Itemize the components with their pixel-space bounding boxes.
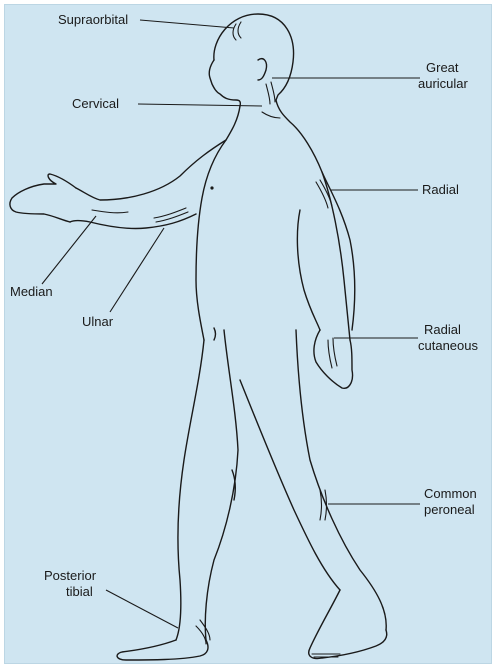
- back-arm-outer: [322, 172, 350, 340]
- median-nerve-mark: [92, 210, 128, 213]
- back-outline: [276, 100, 355, 330]
- posterior-tibial-nerve-mark: [196, 626, 206, 644]
- cervical-nerve-mark: [262, 112, 280, 118]
- leader-posterior-tibial: [106, 590, 178, 628]
- front-foot: [117, 640, 208, 660]
- back-arm-inner: [297, 210, 320, 330]
- face-outline: [209, 60, 240, 106]
- human-figure: [10, 14, 387, 660]
- label-ulnar: Ulnar: [82, 314, 114, 329]
- leader-ulnar: [110, 228, 164, 312]
- label-great-auricular-line1: Great: [426, 60, 459, 75]
- label-radial-cutaneous-line1: Radial: [424, 322, 461, 337]
- leader-median: [42, 216, 96, 284]
- leader-supraorbital: [140, 20, 234, 28]
- nerve-markings: [92, 22, 340, 657]
- navel: [214, 328, 216, 340]
- label-common-peroneal-line2: peroneal: [424, 502, 475, 517]
- leader-cervical: [138, 104, 262, 106]
- label-median: Median: [10, 284, 53, 299]
- great-auricular-nerve-mark: [266, 84, 270, 104]
- ear: [258, 59, 267, 80]
- front-leg-back: [205, 330, 238, 640]
- label-posterior-tibial-line1: Posterior: [44, 568, 97, 583]
- label-great-auricular-line2: auricular: [418, 76, 469, 91]
- common-peroneal-nerve-mark: [320, 490, 322, 520]
- label-cervical: Cervical: [72, 96, 119, 111]
- radial-cutaneous-nerve-mark: [328, 340, 332, 368]
- label-radial: Radial: [422, 182, 459, 197]
- label-supraorbital: Supraorbital: [58, 12, 128, 27]
- supraorbital-nerve-mark: [233, 24, 236, 40]
- front-hand: [10, 174, 76, 222]
- front-leg-front: [176, 340, 204, 640]
- back-foot: [309, 590, 387, 659]
- labels: Supraorbital Great auricular Cervical Ra…: [10, 12, 478, 599]
- label-radial-cutaneous-line2: cutaneous: [418, 338, 478, 353]
- back-leg-back: [296, 330, 386, 630]
- label-posterior-tibial-line2: tibial: [66, 584, 93, 599]
- front-outline: [196, 106, 240, 340]
- back-leg-front: [240, 380, 340, 590]
- ulnar-nerve-mark: [154, 208, 186, 218]
- label-common-peroneal-line1: Common: [424, 486, 477, 501]
- chest-mark: [210, 186, 213, 189]
